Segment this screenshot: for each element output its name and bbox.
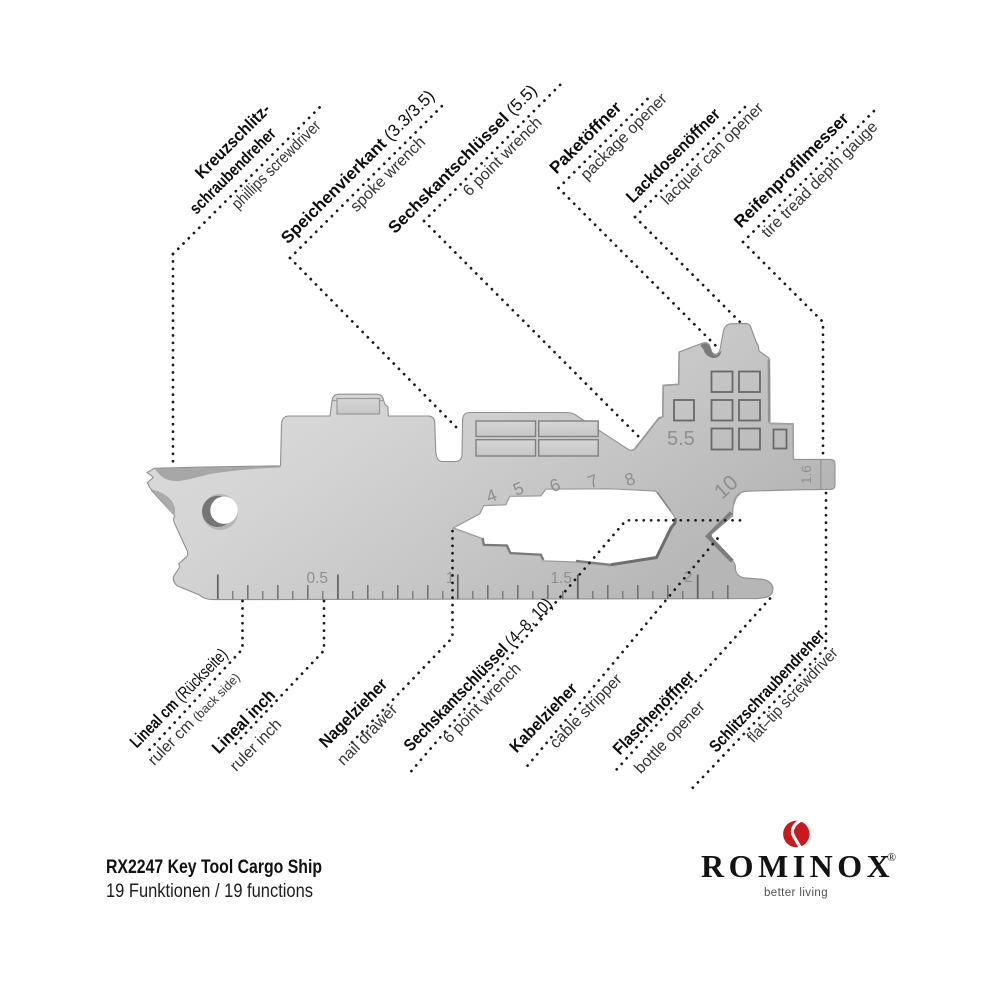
svg-text:RX2247 Key Tool Cargo Ship: RX2247 Key Tool Cargo Ship: [106, 856, 322, 878]
svg-text:1.5: 1.5: [550, 570, 572, 587]
svg-text:better living: better living: [764, 887, 828, 899]
svg-text:1: 1: [446, 570, 455, 587]
svg-text:Speichenvierkant (3.3/3.5): Speichenvierkant (3.3/3.5): [277, 86, 438, 247]
svg-text:®: ®: [887, 850, 896, 864]
svg-text:19 Funktionen / 19 functions: 19 Funktionen / 19 functions: [106, 880, 313, 902]
svg-text:5.5: 5.5: [667, 428, 695, 450]
svg-text:Schlitzschraubendreher: Schlitzschraubendreher: [705, 626, 828, 756]
svg-text:2: 2: [684, 569, 693, 586]
svg-text:0.5: 0.5: [306, 570, 328, 587]
svg-text:ROMINOX: ROMINOX: [701, 848, 894, 884]
svg-text:1.6: 1.6: [799, 465, 814, 484]
